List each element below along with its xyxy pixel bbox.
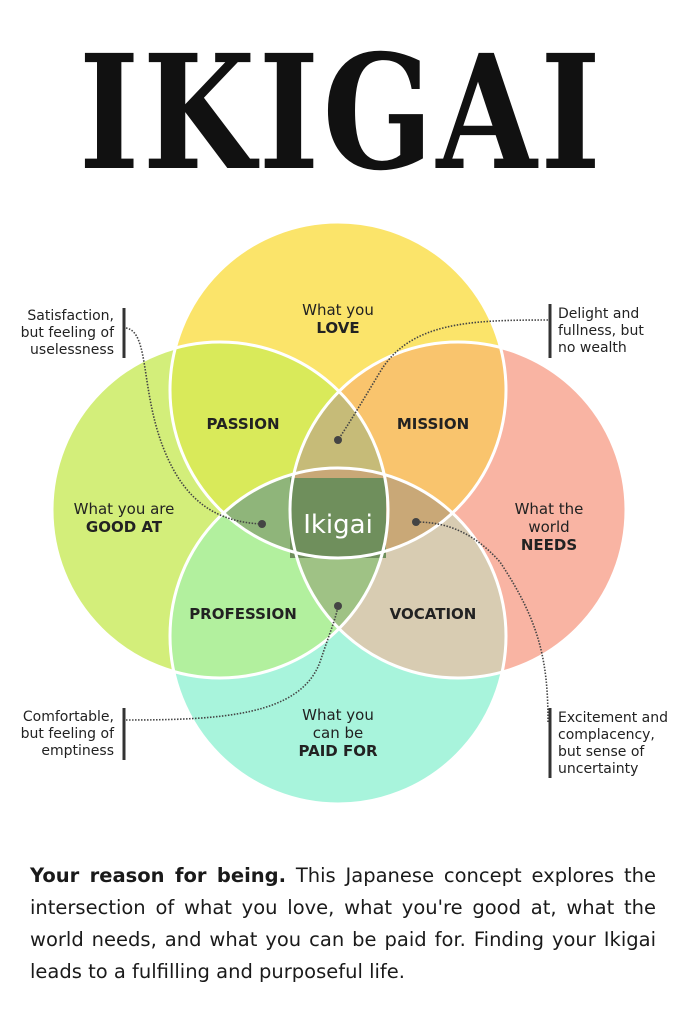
connector-bottom-right	[415, 521, 549, 723]
label-needs-line3: NEEDS	[521, 536, 577, 554]
label-good-at-line1: What you are	[74, 500, 175, 518]
label-needs-line1: What the	[515, 500, 584, 518]
description-body: This Japanese concept explores the inter…	[30, 864, 656, 983]
callout-top-right-line1: Delight and	[558, 306, 639, 322]
label-ikigai: Ikigai	[303, 510, 373, 540]
label-needs-line2: world	[528, 518, 569, 536]
connector-bottom-left	[125, 605, 339, 721]
ikigai-center	[290, 478, 386, 558]
label-paid-for-line3: PAID FOR	[298, 742, 377, 760]
callout-bottom-left-line1: Comfortable,	[23, 709, 114, 725]
callout-bottom-left-line3: emptiness	[41, 743, 114, 759]
connector-top-left	[125, 327, 263, 525]
callout-top-left-line1: Satisfaction,	[27, 308, 114, 324]
label-good-at-line2: GOOD AT	[86, 518, 163, 536]
callout-bottom-right-line3: but sense of	[558, 744, 645, 760]
connector-top-right	[337, 319, 549, 441]
callout-bottom-right-line1: Excitement and	[558, 710, 668, 726]
connector-dot	[258, 520, 266, 528]
label-love-line2: LOVE	[316, 319, 359, 337]
description-lead: Your reason for being.	[30, 864, 287, 887]
callout-bottom-left-line2: but feeling of	[21, 726, 115, 742]
description-paragraph: Your reason for being. This Japanese con…	[30, 860, 656, 988]
label-paid-for-line1: What you	[302, 706, 374, 724]
callout-top-left-line3: uselessness	[30, 342, 114, 358]
page-title: IKIGAI	[78, 21, 605, 206]
connector-dot	[334, 602, 342, 610]
ikigai-venn-diagram: What you LOVE What you are GOOD AT What …	[21, 222, 668, 806]
label-love-line1: What you	[302, 301, 374, 319]
callout-bottom-right-line4: uncertainty	[558, 761, 638, 777]
callout-top-right-line3: no wealth	[558, 340, 627, 356]
callout-top-right-line2: fullness, but	[558, 323, 644, 339]
callout-top-left-line2: but feeling of	[21, 325, 115, 341]
label-paid-for-line2: can be	[313, 724, 363, 742]
label-vocation: VOCATION	[390, 605, 477, 623]
label-profession: PROFESSION	[189, 605, 297, 623]
callout-bottom-right-line2: complacency,	[558, 727, 655, 743]
connector-dot	[412, 518, 420, 526]
connector-dot	[334, 436, 342, 444]
label-passion: PASSION	[206, 415, 279, 433]
label-mission: MISSION	[397, 415, 469, 433]
